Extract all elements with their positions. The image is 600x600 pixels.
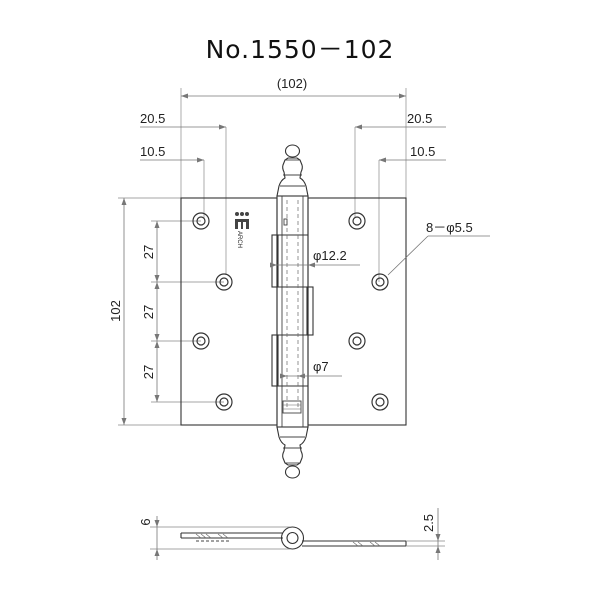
side-height-label: 6 [138, 518, 153, 525]
pitch-1-label: 27 [141, 245, 156, 259]
right-inner-label: 10.5 [410, 144, 435, 159]
left-outer-label: 20.5 [140, 111, 165, 126]
screw-hole [348, 332, 366, 350]
pin-dia-label: φ7 [313, 359, 329, 374]
screw-hole [192, 332, 210, 350]
height-label: 102 [108, 300, 123, 322]
side-knuckle [280, 526, 305, 550]
leaf-thickness-dimension: 2.5 [406, 508, 445, 560]
pitch-3-label: 27 [141, 365, 156, 379]
overall-width-label: (102) [277, 76, 307, 91]
left-leaf [180, 197, 278, 426]
hinge-side-view [180, 526, 407, 550]
holes-callout: 8－φ5.5 [387, 220, 490, 276]
right-leaf [307, 197, 407, 426]
bottom-finial [276, 426, 309, 466]
top-finial [276, 157, 309, 197]
screw-hole [215, 273, 233, 291]
knuckle-dia-label: φ12.2 [313, 248, 347, 263]
height-dimension: 102 [108, 197, 181, 426]
arch-logo: ARCH [235, 212, 249, 248]
hinge-front-view: ARCH [180, 144, 407, 479]
side-height-dimension: 6 [138, 516, 290, 560]
screw-hole [371, 273, 389, 291]
screw-hole [348, 212, 366, 230]
overall-width-dimension: (102) [180, 76, 407, 198]
drawing-title: No.1550－102 [205, 35, 395, 64]
knuckle-callout: φ12.2 [270, 248, 360, 268]
right-outer-label: 20.5 [407, 111, 432, 126]
right-edge-dimensions: 20.5 10.5 [354, 111, 446, 282]
pitch-2-label: 27 [141, 305, 156, 319]
screw-hole [192, 212, 210, 230]
holes-label: 8－φ5.5 [426, 220, 473, 235]
leaf-thickness-label: 2.5 [421, 514, 436, 532]
left-inner-label: 10.5 [140, 144, 165, 159]
logo-text: ARCH [236, 231, 242, 248]
screw-hole [371, 393, 389, 411]
screw-hole [215, 393, 233, 411]
pin-callout: φ7 [280, 359, 342, 379]
left-edge-dimensions: 20.5 10.5 [140, 111, 227, 275]
pitch-dimensions: 27 27 27 [141, 220, 224, 403]
